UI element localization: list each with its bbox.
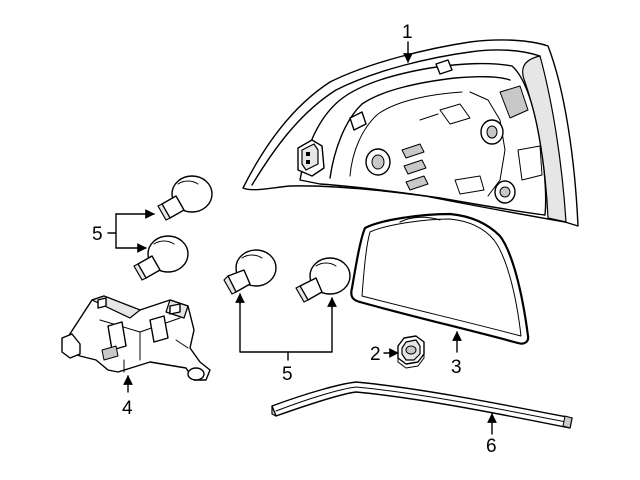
callout-3-label: 3 <box>451 357 462 378</box>
callout-3: 3 <box>451 331 462 378</box>
callout-6-label: 6 <box>486 436 497 457</box>
callout-2-label: 2 <box>370 344 381 365</box>
callout-5-center: 5 <box>235 293 337 385</box>
callout-6: 6 <box>486 413 497 457</box>
callout-5-center-label: 5 <box>282 364 293 385</box>
bulb-center-right <box>295 257 351 303</box>
callout-4: 4 <box>122 375 133 419</box>
bulb-center-left <box>223 249 277 295</box>
callout-5-left-label: 5 <box>92 224 103 245</box>
bulb-upper-left <box>157 175 213 221</box>
callout-2: 2 <box>370 344 399 365</box>
callout-1: 1 <box>402 22 413 63</box>
callout-4-label: 4 <box>122 398 133 419</box>
nut <box>397 335 425 369</box>
callout-5-left: 5 <box>92 209 155 253</box>
bulb-socket-holder <box>61 295 211 381</box>
tail-lamp-assembly <box>242 39 579 227</box>
callout-1-label: 1 <box>402 22 413 43</box>
gasket <box>350 212 530 345</box>
bulb-lower-left <box>133 235 189 281</box>
seal-strip <box>271 381 573 429</box>
